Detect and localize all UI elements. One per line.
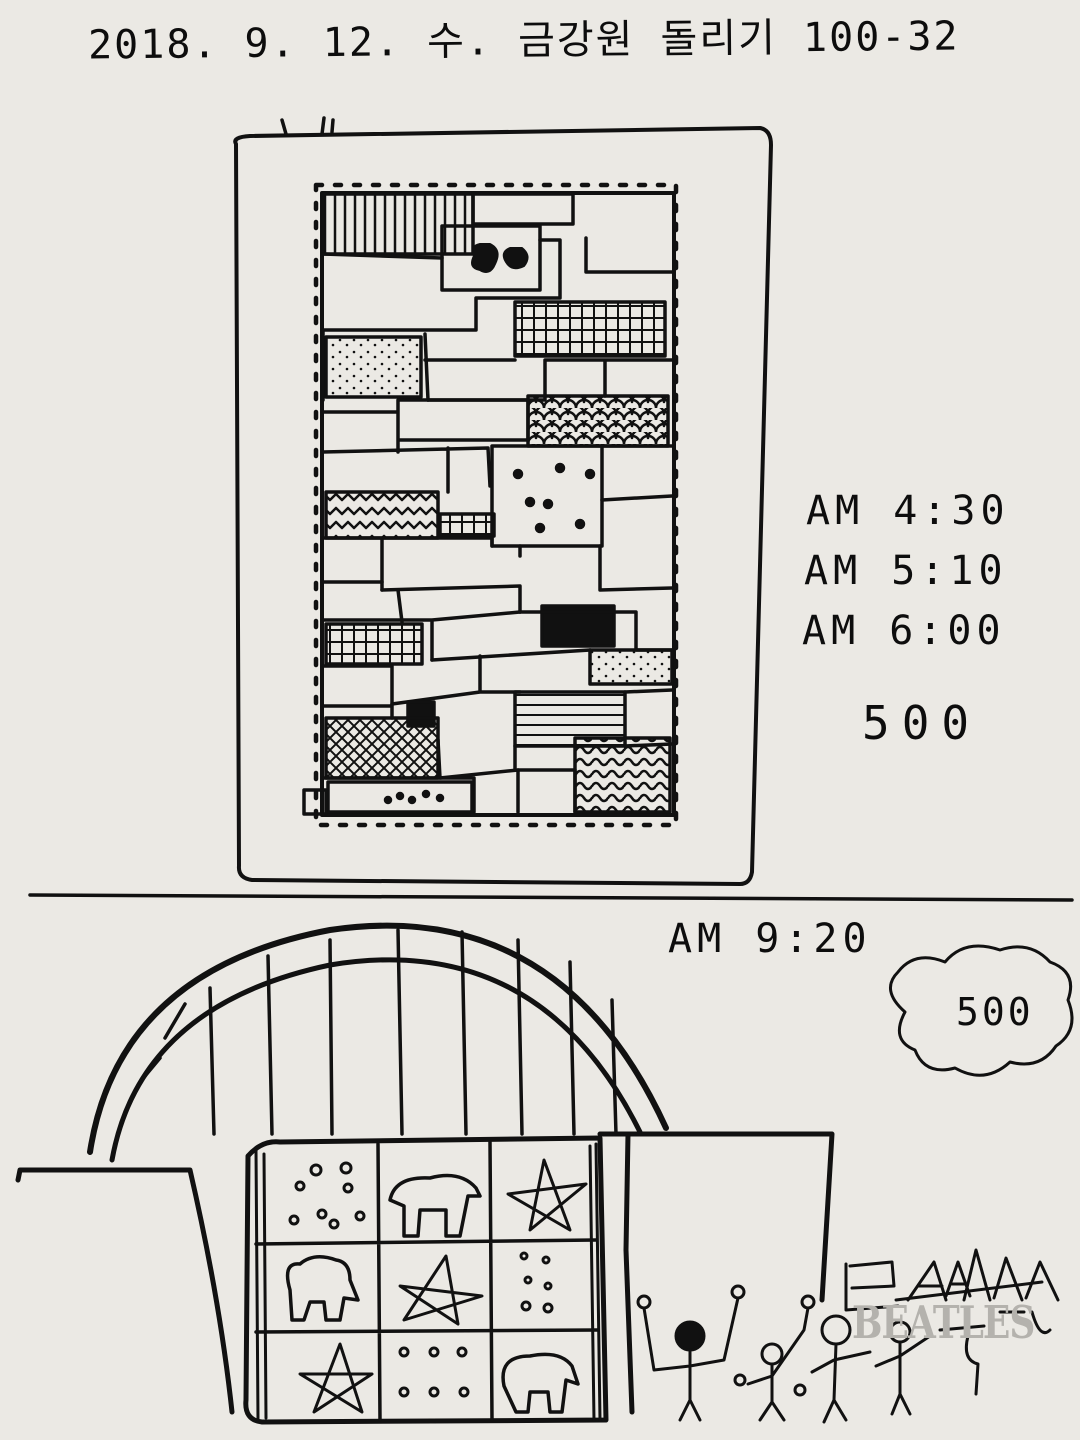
amount-in-cloud: 500 bbox=[956, 990, 1034, 1034]
stick-figures bbox=[636, 1284, 986, 1424]
wall-frame bbox=[233, 116, 773, 886]
time-entry-3: AM 6:00 bbox=[802, 608, 1006, 654]
stone-wall bbox=[302, 191, 676, 817]
diary-header: 2018. 9. 12. 수. 금강원 돌리기 100-32 bbox=[87, 13, 960, 69]
time-entry-2: AM 5:10 bbox=[804, 548, 1008, 594]
time-entry-4: AM 9:20 bbox=[668, 916, 872, 962]
amount-top: 500 bbox=[862, 696, 982, 750]
cloud-shape bbox=[889, 944, 1074, 1077]
motif-window bbox=[243, 1135, 609, 1425]
dome-building bbox=[15, 922, 835, 1415]
band-scribble bbox=[844, 1248, 1060, 1335]
horizon-line bbox=[28, 893, 1074, 902]
beatles-watermark: BEATLES bbox=[852, 1296, 1035, 1350]
time-entry-1: AM 4:30 bbox=[806, 488, 1010, 534]
